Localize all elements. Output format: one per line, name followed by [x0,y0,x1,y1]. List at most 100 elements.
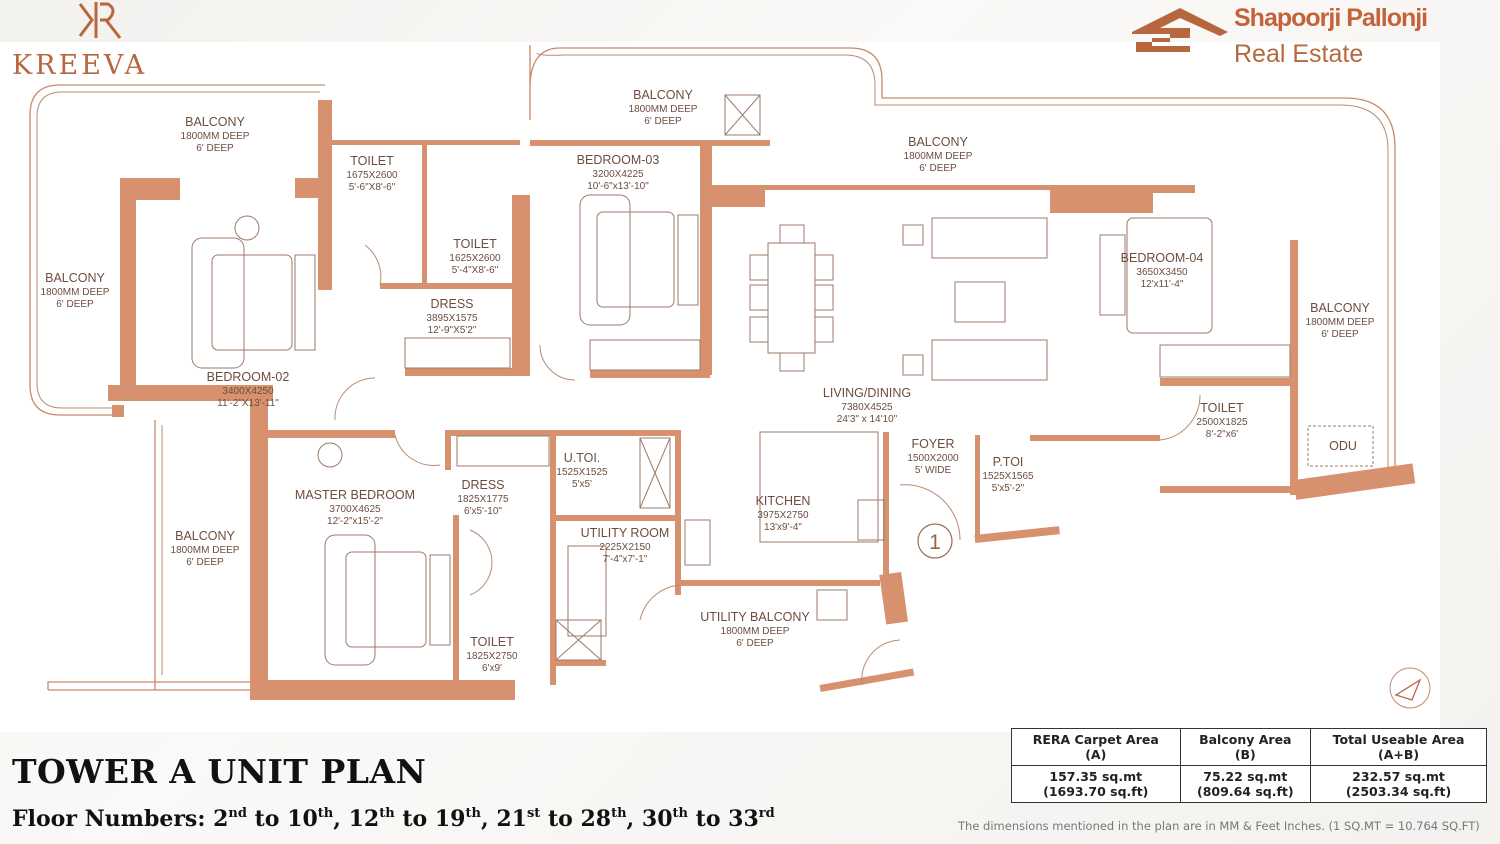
room-dim-ft: 6' DEEP [196,143,234,154]
room-dim-ft: 7'-4"x7'-1" [603,554,648,565]
room-name: TOILET [1200,401,1244,415]
svg-text:KREEVA: KREEVA [12,50,147,80]
room-name: BALCONY [1310,301,1370,315]
floor-range: 30th to 33rd [641,806,775,832]
kreeva-logo: KREEVA [12,2,147,80]
room-name: DRESS [430,297,473,311]
room-label: ODU [1329,439,1357,453]
developer-subtitle: Real Estate [1234,40,1364,68]
room-dim-ft: 13'x9'-4" [764,522,802,533]
room-dim-mm: 7380X4525 [841,402,893,413]
room-name: BALCONY [175,529,235,543]
room-name: ODU [1329,439,1357,453]
room-dim-mm: 1500X2000 [907,453,959,464]
entrance-marker-label: 1 [929,531,941,554]
room-dim-ft: 6' DEEP [919,163,957,174]
value-rera: 157.35 sq.mt(1693.70 sq.ft) [1011,765,1181,803]
room-dim-ft: 5'x5' [572,479,592,490]
room-name: BALCONY [45,271,105,285]
shapoorji-pallonji-logo-icon [1132,8,1228,52]
room-name: BALCONY [908,135,968,149]
room-dim-ft: 6' DEEP [186,557,224,568]
furniture [191,94,1374,666]
room-dim-mm: 1800MM DEEP [41,287,110,298]
area-table-value-row: 157.35 sq.mt(1693.70 sq.ft) 75.22 sq.mt(… [1011,765,1487,803]
room-dim-mm: 3200X4225 [592,169,644,180]
room-dim-ft: 5'-4"X8'-6" [452,265,499,276]
room-dim-ft: 5'x5'-2" [992,483,1025,494]
room-name: P.TOI [993,455,1024,469]
room-dim-mm: 3895X1575 [426,313,478,324]
room-name: LIVING/DINING [823,386,911,400]
value-total: 232.57 sq.mt(2503.34 sq.ft) [1310,765,1487,803]
area-table: RERA Carpet Area(A) Balcony Area(B) Tota… [1011,728,1487,803]
room-dim-ft: 5' WIDE [915,465,952,476]
room-dim-ft: 6' DEEP [736,638,774,649]
header-rera: RERA Carpet Area(A) [1011,728,1181,766]
room-dim-mm: 1525X1565 [982,471,1034,482]
room-dim-ft: 12'-2"x15'-2" [327,516,383,527]
header-total: Total Useable Area(A+B) [1310,728,1487,766]
room-dim-ft: 6' DEEP [644,116,682,127]
door-swings [334,244,1201,686]
room-dim-mm: 1800MM DEEP [171,545,240,556]
room-name: TOILET [350,154,394,168]
room-dim-mm: 3400X4250 [222,386,274,397]
value-balcony: 75.22 sq.mt(809.64 sq.ft) [1179,765,1312,803]
room-dim-ft: 11'-2"X13'-11" [217,398,279,409]
floor-label: Floor Numbers: [12,806,206,832]
room-name: TOILET [453,237,497,251]
header-balcony: Balcony Area(B) [1179,728,1312,766]
room-name: BALCONY [185,115,245,129]
footnote: The dimensions mentioned in the plan are… [958,819,1480,833]
room-dim-mm: 1800MM DEEP [181,131,250,142]
room-name: DRESS [461,478,504,492]
room-name: U.TOI. [564,451,601,465]
balcony-outlines [29,45,1396,691]
room-dim-mm: 1800MM DEEP [629,104,698,115]
room-dim-mm: 3975X2750 [757,510,809,521]
room-dim-mm: 2500X1825 [1196,417,1248,428]
floor-range: 2nd to 10th, [213,806,341,832]
room-dim-ft: 12'-9"X5'2" [428,325,477,336]
room-name: UTILITY ROOM [581,526,670,540]
area-table-header-row: RERA Carpet Area(A) Balcony Area(B) Tota… [1011,728,1487,766]
room-name: KITCHEN [756,494,811,508]
floor-range: 21st to 28th, [496,806,635,832]
room-dim-mm: 1800MM DEEP [904,151,973,162]
room-dim-ft: 8'-2"x6' [1206,429,1238,440]
room-dim-ft: 6'x9' [482,663,502,674]
entrance-marker [917,523,953,559]
room-name: UTILITY BALCONY [700,610,810,624]
room-dim-mm: 1800MM DEEP [721,626,790,637]
room-dim-ft: 12'x11'-4" [1141,279,1184,290]
room-dim-mm: 1675X2600 [346,170,398,181]
room-dim-mm: 3700X4625 [329,504,381,515]
room-name: BALCONY [633,88,693,102]
room-dim-ft: 5'-6"X8'-6" [349,182,396,193]
room-dim-ft: 10'-6"x13'-10" [587,181,649,192]
walls [108,100,1416,700]
north-arrow-icon [1389,667,1431,709]
room-dim-mm: 1825X2750 [466,651,518,662]
